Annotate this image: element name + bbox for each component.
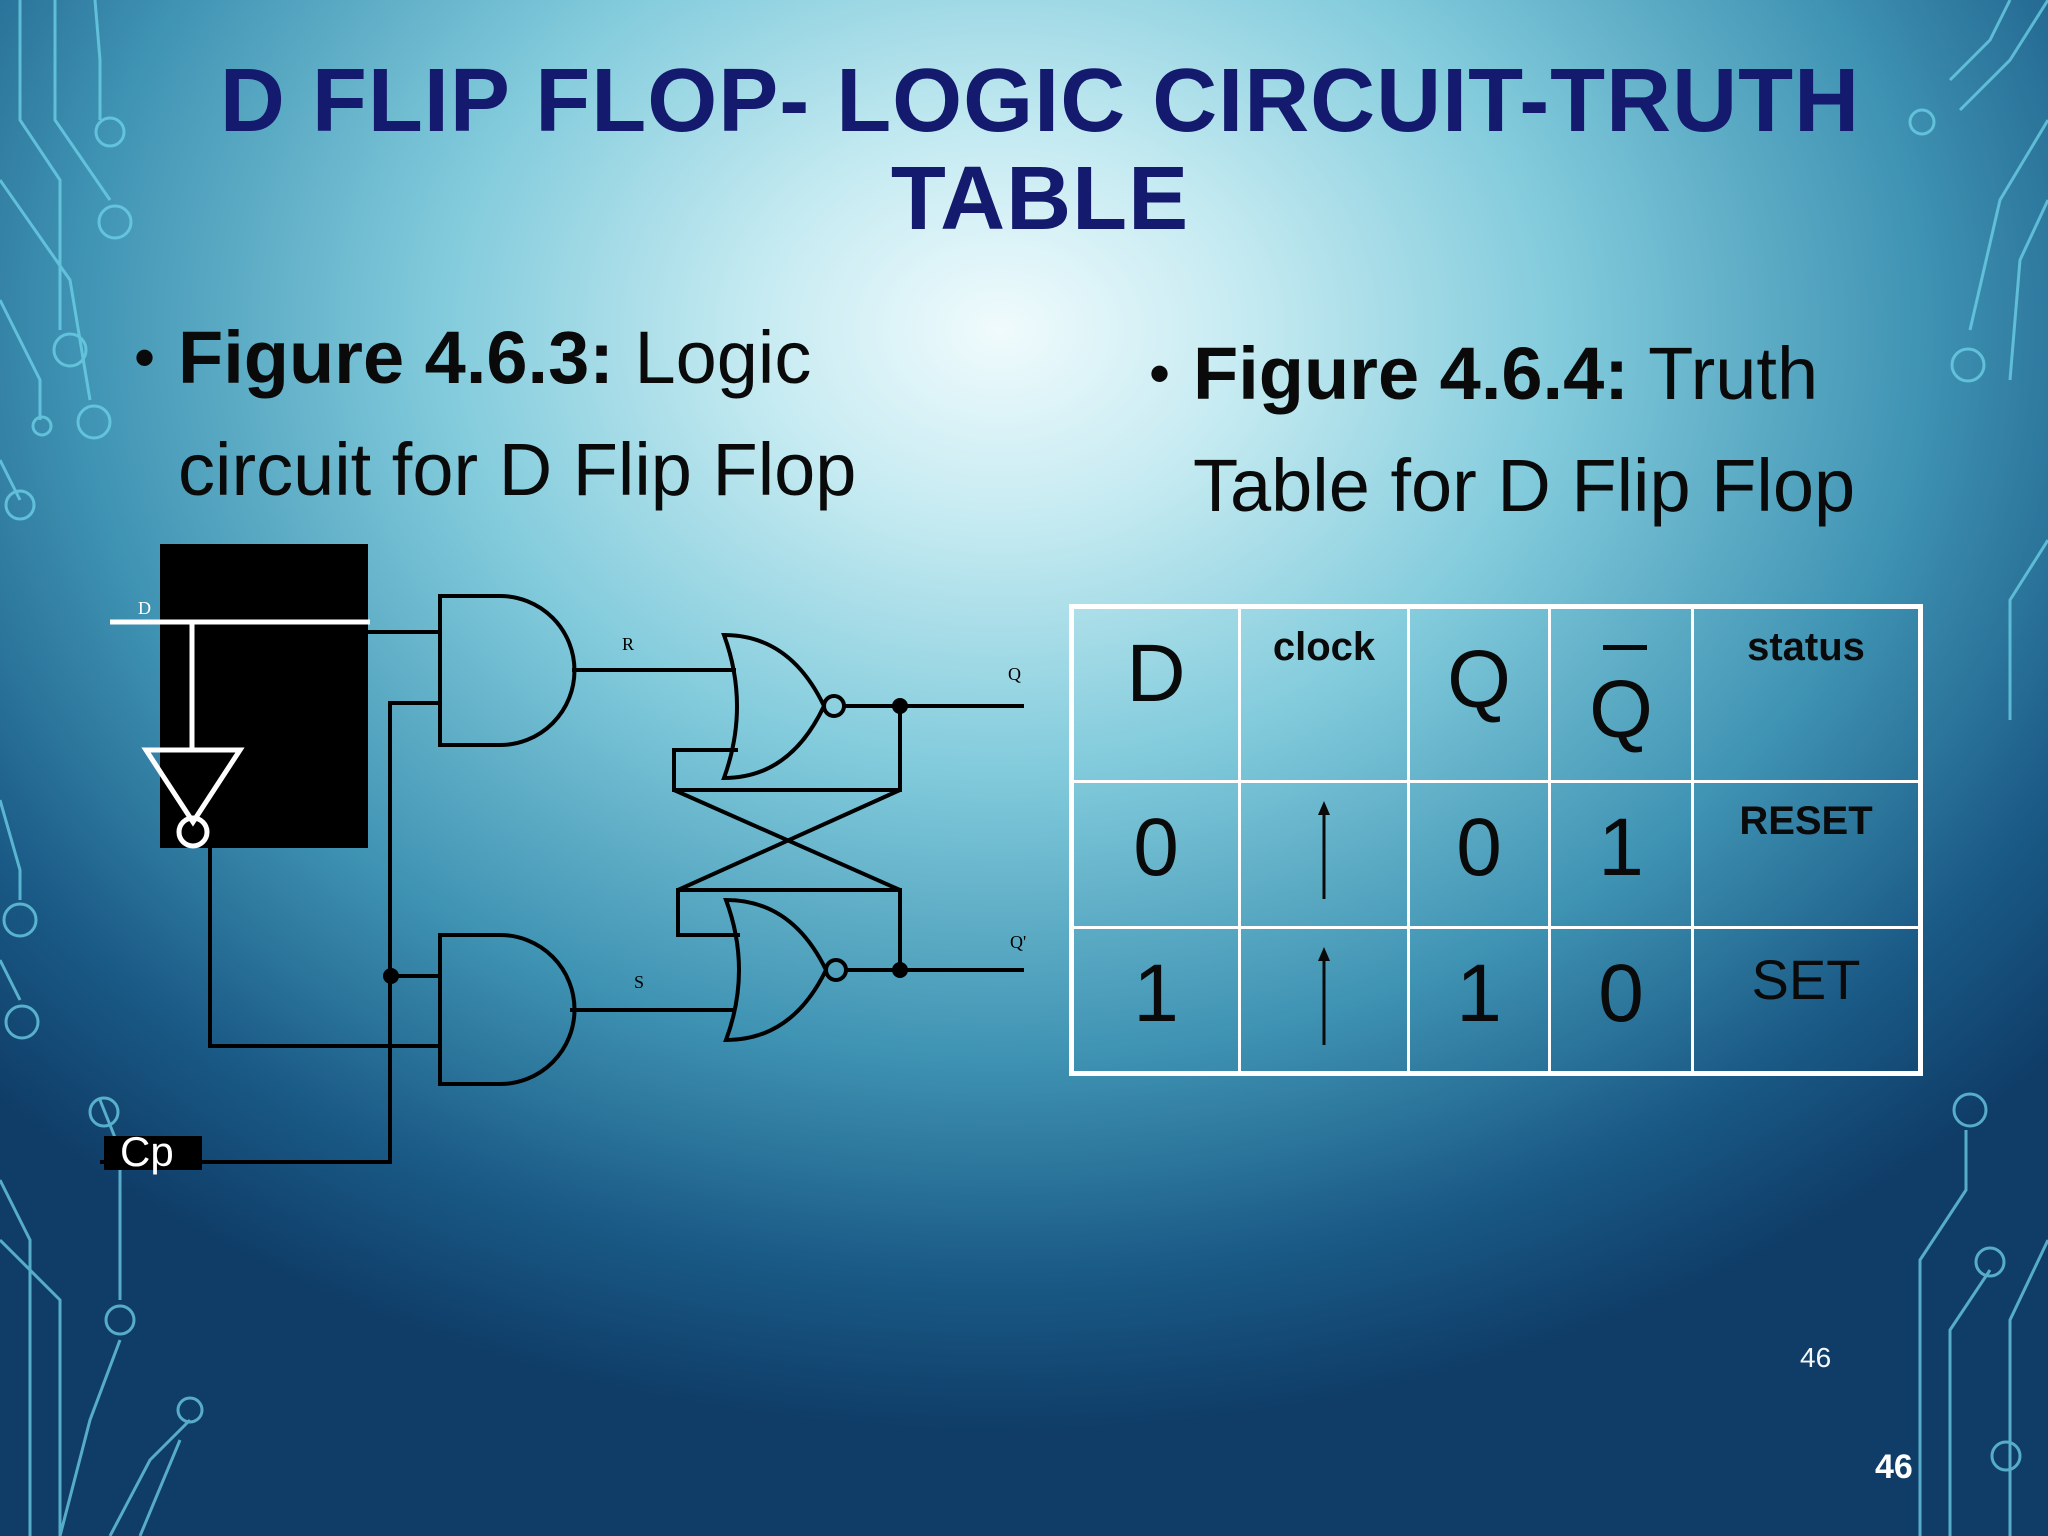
header-clock: clock bbox=[1238, 604, 1410, 784]
cell-d: 0 bbox=[1070, 780, 1241, 929]
cell-d: 1 bbox=[1070, 925, 1241, 1076]
inverter-block bbox=[160, 544, 368, 848]
d-flip-flop-logic-circuit: D R S Q Q' Cp bbox=[100, 544, 1026, 1175]
cell-q: 0 bbox=[1407, 780, 1551, 929]
output-q-label: Q bbox=[1008, 664, 1021, 684]
cell-clock bbox=[1238, 925, 1410, 1076]
overbar-icon bbox=[1603, 645, 1647, 650]
table-row: 0 0 1 RESET bbox=[1070, 780, 1922, 929]
and-gate-top-icon bbox=[438, 594, 577, 747]
truth-table: D clock Q Q status 0 0 1 RESET 1 1 0 SET bbox=[1069, 604, 1923, 1076]
header-d: D bbox=[1070, 604, 1241, 784]
table-row: 1 1 0 SET bbox=[1070, 925, 1922, 1076]
header-q-bar: Q bbox=[1548, 604, 1694, 784]
page-number-small: 46 bbox=[1800, 1342, 1832, 1373]
bullet-dot-icon: • bbox=[134, 324, 156, 391]
page-number: 46 bbox=[1875, 1448, 1913, 1486]
header-status: status bbox=[1691, 604, 1922, 784]
cell-status: RESET bbox=[1691, 780, 1922, 929]
cell-clock bbox=[1238, 780, 1410, 929]
cell-q-bar: 1 bbox=[1548, 780, 1694, 929]
output-q-prime-label: Q' bbox=[1010, 932, 1026, 952]
table-header-row: D clock Q Q status bbox=[1070, 604, 1922, 784]
bullet-figure-4-6-3: • Figure 4.6.3: Logic circuit for D Flip… bbox=[134, 302, 978, 526]
bullet-figure-4-6-4: • Figure 4.6.4: Truth Table for D Flip F… bbox=[1149, 318, 2013, 542]
and-gate-bottom-icon bbox=[438, 933, 577, 1086]
figure-label: Figure 4.6.4: bbox=[1193, 332, 1629, 415]
signal-r-label: R bbox=[622, 634, 634, 654]
header-q: Q bbox=[1407, 604, 1551, 784]
not-gate-icon bbox=[141, 747, 245, 827]
signal-s-label: S bbox=[634, 972, 644, 992]
figure-caption: Truth Table for D Flip Flop bbox=[1193, 332, 1856, 527]
input-d-label: D bbox=[138, 598, 151, 618]
cell-q: 1 bbox=[1407, 925, 1551, 1076]
cell-status: SET bbox=[1691, 925, 1922, 1076]
slide-title: D FLIP FLOP- LOGIC CIRCUIT-TRUTH TABLE bbox=[219, 51, 1861, 249]
bullet-dot-icon: • bbox=[1149, 340, 1171, 407]
nor-gate-bottom-icon bbox=[723, 897, 829, 1043]
rising-edge-arrow-icon bbox=[1318, 946, 1330, 1045]
rising-edge-arrow-icon bbox=[1318, 801, 1330, 900]
figure-caption: Logic circuit for D Flip Flop bbox=[178, 316, 857, 511]
nor-gate-top-icon bbox=[721, 632, 827, 781]
figure-label: Figure 4.6.3: bbox=[178, 316, 614, 399]
clock-input-label: Cp bbox=[120, 1128, 174, 1175]
cell-q-bar: 0 bbox=[1548, 925, 1694, 1076]
